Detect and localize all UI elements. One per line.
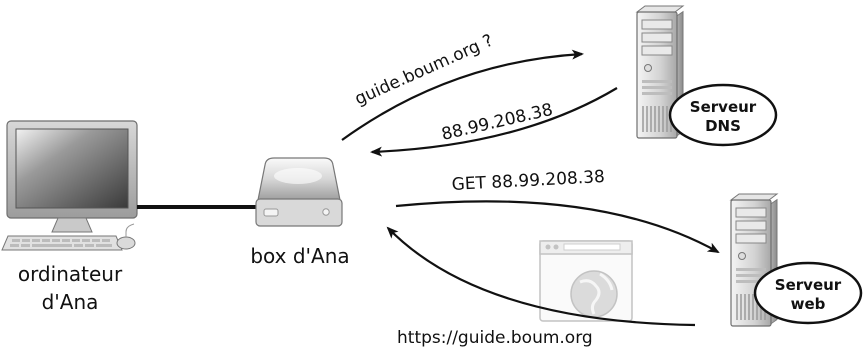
dns-server-badge [668,83,778,147]
web-server-badge [753,261,863,325]
web-page-globe-icon [539,240,633,322]
web-server-label-line2: web [791,295,826,313]
box-label: box d'Ana [250,244,349,268]
computer-label-line2: d'Ana [42,290,99,314]
dns-reply-label: 88.99.208.38 [440,100,555,145]
router-box-icon [255,157,343,227]
http-get-arrow [395,200,720,253]
dns-server-label-line1: Serveur [690,98,757,116]
dns-query-label: guide.boum.org ? [352,31,496,110]
http-get-label: GET 88.99.208.38 [451,167,605,195]
web-server-label-line1: Serveur [775,276,842,294]
dns-reply-arrow [370,87,618,157]
dns-query-arrow [341,49,584,141]
dns-server-label-line2: DNS [705,117,741,135]
web-reply-label: https://guide.boum.org [397,328,593,348]
computer-label-line1: ordinateur [18,262,123,286]
web-reply-arrow [386,226,696,327]
computer-icon [1,120,138,251]
